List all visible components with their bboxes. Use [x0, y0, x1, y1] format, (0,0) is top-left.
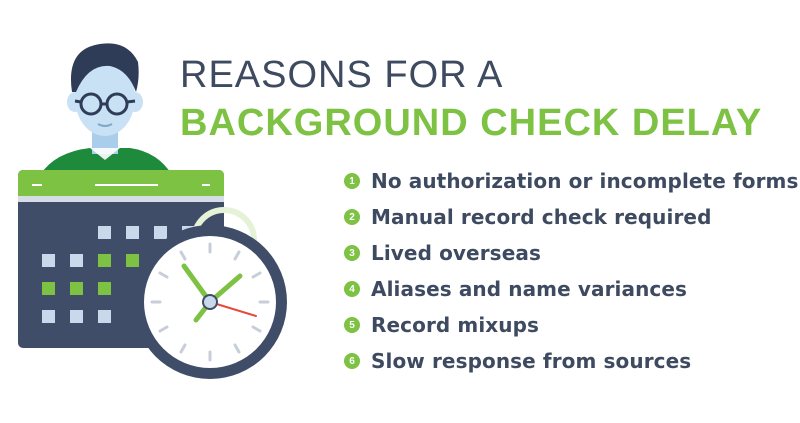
reason-text: Slow response from sources: [371, 349, 692, 373]
number-badge: 4: [344, 281, 360, 297]
reason-text: Lived overseas: [371, 241, 541, 265]
clock-icon: [133, 207, 287, 379]
list-item: 4 Aliases and name variances: [344, 271, 799, 307]
list-item: 6 Slow response from sources: [344, 343, 799, 379]
number-badge: 1: [344, 173, 360, 189]
list-item: 2 Manual record check required: [344, 199, 799, 235]
list-item: 5 Record mixups: [344, 307, 799, 343]
page-title: REASONS FOR A BACKGROUND CHECK DELAY: [180, 52, 762, 148]
reason-text: Aliases and name variances: [371, 277, 688, 301]
number-badge: 3: [344, 245, 360, 261]
title-line-1: REASONS FOR A: [180, 54, 504, 96]
reason-text: Record mixups: [371, 313, 540, 337]
reason-text: No authorization or incomplete forms: [371, 169, 799, 193]
reasons-list: 1 No authorization or incomplete forms 2…: [344, 163, 799, 379]
reason-text: Manual record check required: [371, 205, 712, 229]
number-badge: 2: [344, 209, 360, 225]
list-item: 3 Lived overseas: [344, 235, 799, 271]
background-check-illustration: [18, 43, 287, 379]
number-badge: 5: [344, 317, 360, 333]
list-item: 1 No authorization or incomplete forms: [344, 163, 799, 199]
person-illustration: [40, 43, 172, 175]
title-line-2: BACKGROUND CHECK DELAY: [180, 102, 763, 144]
number-badge: 6: [344, 353, 360, 369]
